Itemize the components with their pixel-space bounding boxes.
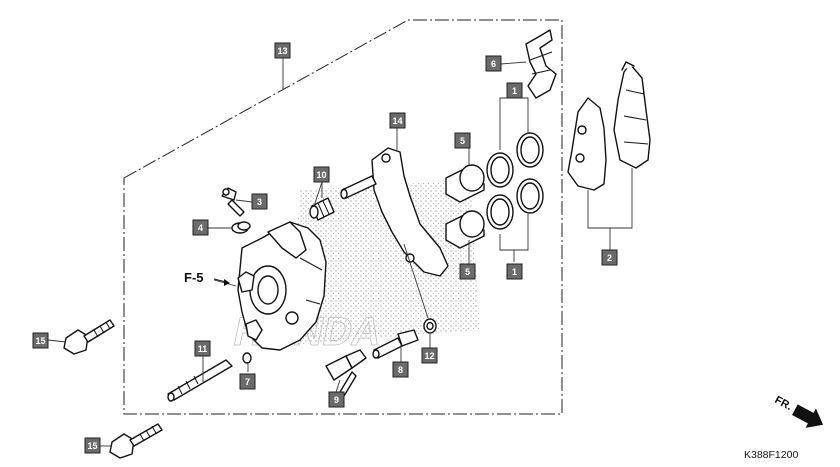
callout-12: 12 xyxy=(421,347,438,364)
long-pin xyxy=(167,359,233,402)
callout-5-lower: 5 xyxy=(459,263,476,280)
svg-text:8: 8 xyxy=(398,365,403,375)
callout-1-upper: 1 xyxy=(506,82,523,99)
svg-text:14: 14 xyxy=(392,116,402,126)
callout-11: 11 xyxy=(194,340,211,357)
svg-text:9: 9 xyxy=(334,395,339,405)
pad-spring xyxy=(525,29,557,99)
svg-text:13: 13 xyxy=(277,46,287,56)
callout-6: 6 xyxy=(485,55,502,72)
svg-text:12: 12 xyxy=(424,351,434,361)
piston-upper xyxy=(445,164,485,203)
front-direction-label: FR. xyxy=(773,394,794,413)
callout-15-lower: 15 xyxy=(84,437,101,454)
callout-1-lower: 1 xyxy=(506,263,523,280)
svg-text:15: 15 xyxy=(35,336,45,346)
svg-text:15: 15 xyxy=(87,441,97,451)
pin-bolt xyxy=(325,349,367,397)
svg-text:2: 2 xyxy=(607,253,612,263)
slide-pin xyxy=(372,329,419,359)
callout-7: 7 xyxy=(239,373,256,390)
direction-arrow-icon xyxy=(792,404,824,428)
callout-13: 13 xyxy=(274,42,291,59)
washer xyxy=(423,318,437,334)
svg-text:10: 10 xyxy=(316,170,326,180)
flange-bolt-upper xyxy=(63,319,115,355)
brand-watermark: HONDA xyxy=(229,180,480,354)
bleeder-cap xyxy=(231,221,251,234)
piston-seals xyxy=(486,132,544,230)
callout-3: 3 xyxy=(251,193,268,210)
svg-text:5: 5 xyxy=(465,267,470,277)
caliper-body xyxy=(237,221,327,351)
piston-lower xyxy=(445,210,485,249)
o-ring xyxy=(242,352,252,364)
svg-text:7: 7 xyxy=(245,377,250,387)
callout-9: 9 xyxy=(328,391,345,408)
svg-text:1: 1 xyxy=(512,86,517,96)
svg-text:3: 3 xyxy=(257,197,262,207)
callout-15-upper: 15 xyxy=(32,332,49,349)
assembly-boundary xyxy=(123,19,563,415)
brake-pad-outer xyxy=(613,61,651,169)
flange-bolt-lower xyxy=(109,423,163,459)
figure-code: K388F1200 xyxy=(744,449,798,461)
callout-2: 2 xyxy=(601,249,618,266)
svg-text:4: 4 xyxy=(198,223,203,233)
callout-5-upper: 5 xyxy=(454,132,471,149)
svg-text:6: 6 xyxy=(491,59,496,69)
svg-text:11: 11 xyxy=(198,344,208,354)
svg-text:1: 1 xyxy=(512,267,517,277)
section-reference: F-5 xyxy=(184,270,230,286)
bleeder-screw xyxy=(221,187,245,217)
callout-10: 10 xyxy=(313,166,330,183)
callout-14: 14 xyxy=(389,112,406,129)
brake-pad-inner xyxy=(567,97,607,191)
section-reference-label: F-5 xyxy=(184,270,204,285)
front-direction-indicator: FR. xyxy=(773,394,824,428)
caliper-bracket xyxy=(340,147,449,277)
arrow-icon xyxy=(224,279,230,286)
svg-text:5: 5 xyxy=(460,136,465,146)
callout-8: 8 xyxy=(392,361,409,378)
callout-4: 4 xyxy=(192,219,209,236)
